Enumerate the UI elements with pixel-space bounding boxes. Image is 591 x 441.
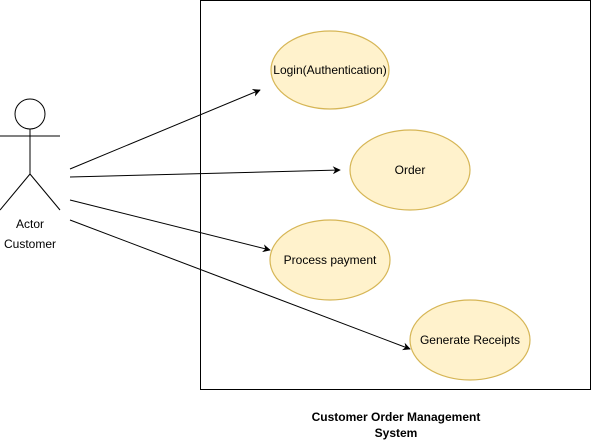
use-case-order-label: Order [395,163,426,177]
system-title-line1: Customer Order Management [312,410,481,424]
use-case-login-shape[interactable] [270,30,390,110]
use-case-receipts-label: Generate Receipts [420,333,520,347]
actor-head [14,98,46,130]
use-case-login-label: Login(Authentication) [273,63,386,77]
association-receipts [69,219,411,351]
use-case-receipts[interactable]: Generate Receipts [409,299,531,381]
use-case-payment-shape[interactable] [269,219,391,301]
actor-label: Actor [16,217,44,231]
actor-left-leg [0,173,31,211]
use-case-receipts-shape[interactable] [409,299,531,381]
association-payment [69,199,271,253]
system-title-line2: System [375,426,418,440]
actor-figure [0,98,61,211]
actor-right-leg [29,173,61,211]
use-case-payment[interactable]: Process payment [269,219,391,301]
use-case-login[interactable]: Login(Authentication) [270,30,390,110]
use-case-order[interactable]: Order [349,129,471,211]
use-case-payment-label: Process payment [284,253,377,267]
association-login [69,89,261,170]
actor-name: Customer [4,237,56,251]
association-order [69,166,341,178]
use-case-order-shape[interactable] [349,129,471,211]
